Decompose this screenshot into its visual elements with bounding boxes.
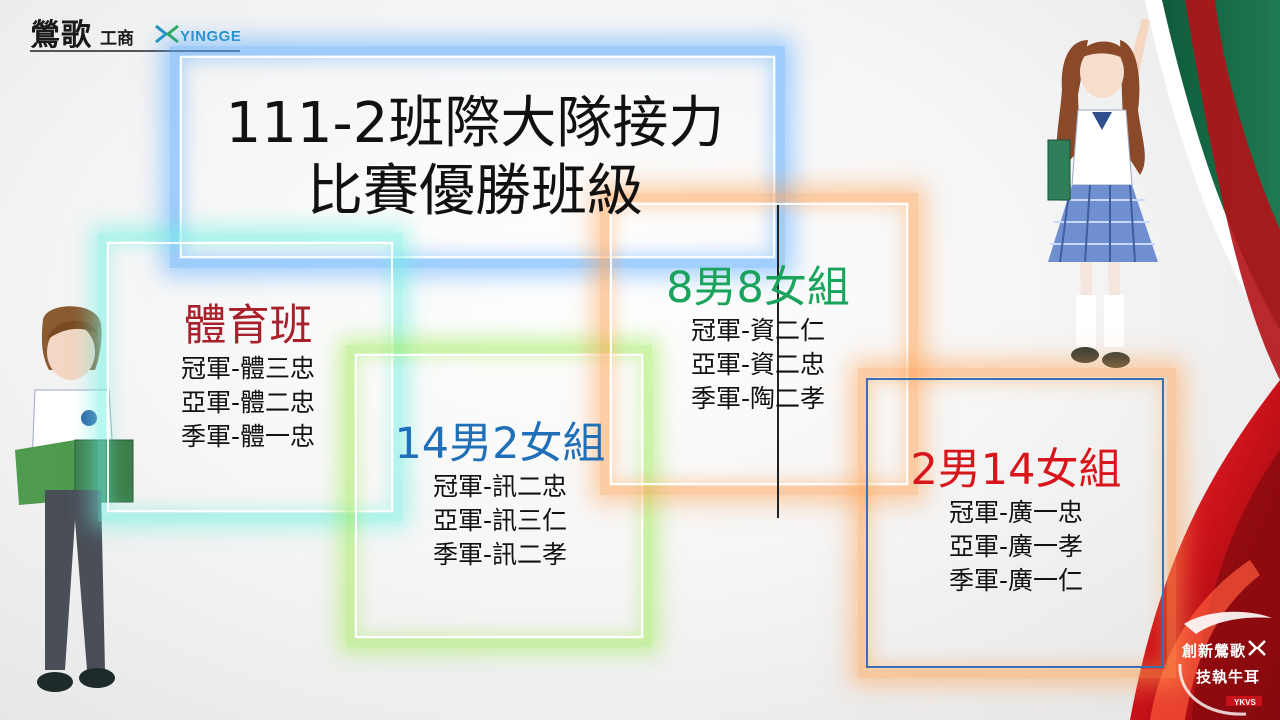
- badge-line-1: 創新鶯歌: [1182, 642, 1247, 660]
- group-sports-first: 冠軍-體三忠: [180, 354, 316, 383]
- m14f2-inner-frame: [355, 354, 643, 638]
- m2f14-inner-frame: [866, 378, 1164, 668]
- title-glow-frame: [170, 46, 785, 268]
- m8f8-glow-frame: [600, 193, 918, 495]
- divider-line: [777, 205, 779, 518]
- badge-line-2: 技執牛耳: [1196, 668, 1261, 686]
- title-inner-frame: [180, 56, 775, 258]
- sports-glow-frame: [98, 233, 402, 521]
- group-14m2f: 14男2女組 冠軍-訊二忠 亞軍-訊三仁 季軍-訊二孝: [350, 418, 650, 572]
- m8f8-inner-frame: [610, 203, 908, 485]
- group-sports-third: 季軍-體一忠: [180, 422, 316, 451]
- group-sports-second: 亞軍-體二忠: [180, 388, 316, 417]
- school-badge-icon: [1178, 611, 1272, 716]
- badge-logo-icon: [1248, 640, 1266, 656]
- title-line-2: 比賽優勝班級: [307, 159, 643, 224]
- page-title: 111-2班際大隊接力 比賽優勝班級: [160, 90, 790, 226]
- sports-inner-frame: [107, 242, 393, 512]
- group-8m8f-third: 季軍-陶二孝: [690, 384, 826, 413]
- logo-underline: [30, 50, 240, 52]
- group-2m14f-third: 季軍-廣一仁: [948, 566, 1084, 595]
- group-2m14f-second: 亞軍-廣一孝: [948, 532, 1084, 561]
- group-2m14f: 2男14女組 冠軍-廣一忠 亞軍-廣一孝 季軍-廣一仁: [866, 444, 1166, 598]
- school-logo: 鶯歌 工商 YINGGE: [30, 10, 245, 56]
- girl-student-illustration: [1047, 18, 1158, 368]
- school-badge: 創新鶯歌 技執牛耳 YKVS: [1176, 604, 1280, 720]
- m2f14-glow-frame: [858, 368, 1176, 678]
- boy-student-illustration: [15, 306, 134, 692]
- group-8m8f-title: 8男8女組: [666, 263, 850, 313]
- logo-sub-text: 工商: [100, 29, 134, 49]
- curtain-decoration-icon: [1130, 0, 1280, 720]
- group-14m2f-title: 14男2女組: [394, 419, 606, 469]
- title-line-1: 111-2班際大隊接力: [225, 91, 725, 156]
- m14f2-glow-frame: [346, 345, 652, 647]
- group-sports-class: 體育班 冠軍-體三忠 亞軍-體二忠 季軍-體一忠: [148, 300, 348, 454]
- badge-small-text: YKVS: [1234, 698, 1256, 707]
- group-2m14f-first: 冠軍-廣一忠: [948, 498, 1084, 527]
- yingge-logo-icon: [155, 24, 179, 44]
- group-sports-title: 體育班: [183, 301, 313, 351]
- group-2m14f-title: 2男14女組: [910, 445, 1122, 495]
- logo-english-text: YINGGE: [180, 28, 242, 45]
- group-14m2f-second: 亞軍-訊三仁: [432, 506, 568, 535]
- group-14m2f-first: 冠軍-訊二忠: [432, 472, 568, 501]
- group-8m8f: 8男8女組 冠軍-資二仁 亞軍-資二忠 季軍-陶二孝: [608, 262, 908, 416]
- group-8m8f-second: 亞軍-資二忠: [690, 350, 826, 379]
- group-14m2f-third: 季軍-訊二孝: [432, 540, 568, 569]
- logo-main-text: 鶯歌: [30, 18, 92, 53]
- group-8m8f-first: 冠軍-資二仁: [690, 316, 826, 345]
